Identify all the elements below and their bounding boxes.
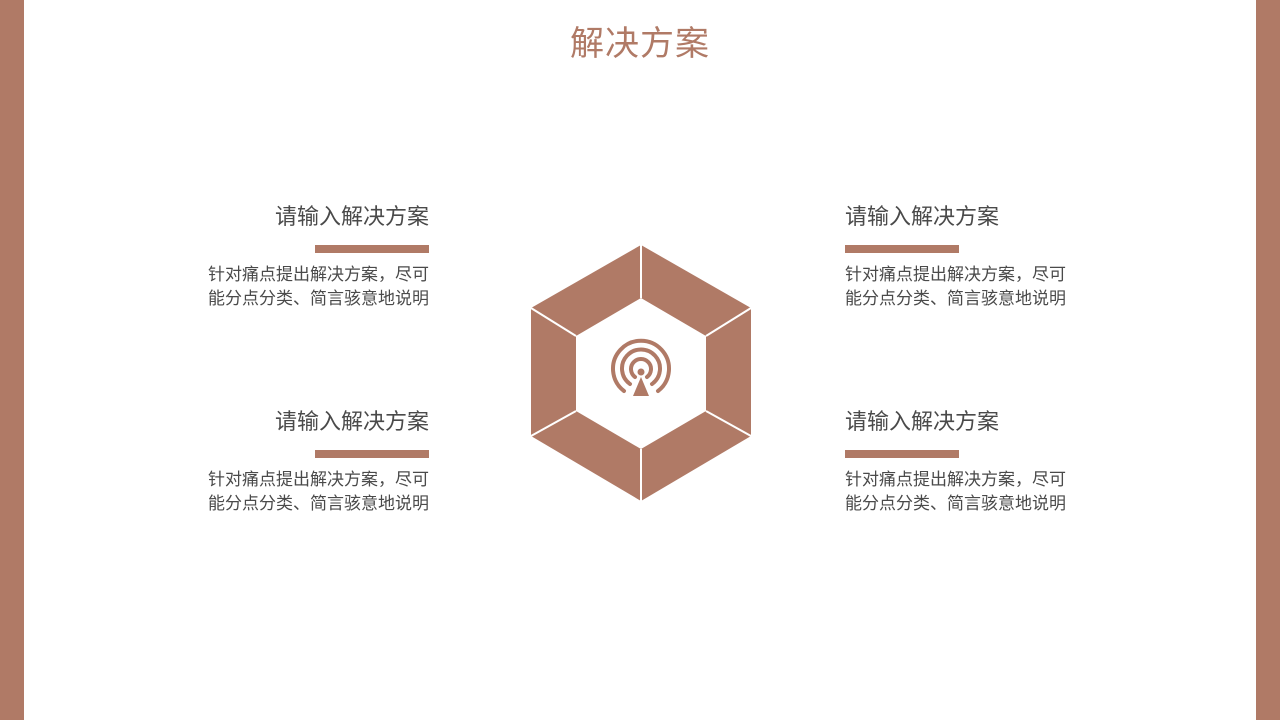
description-line: 针对痛点提出解决方案，尽可 bbox=[208, 265, 429, 285]
solution-heading: 请输入解决方案 bbox=[845, 205, 1000, 230]
solution-heading: 请输入解决方案 bbox=[845, 410, 1000, 435]
description-line: 能分点分类、简言骇意地说明 bbox=[208, 494, 429, 514]
solution-item-top-right: 请输入解决方案 针对痛点提出解决方案，尽可 能分点分类、简言骇意地说明 bbox=[845, 203, 1107, 309]
solution-description: 针对痛点提出解决方案，尽可 能分点分类、简言骇意地说明 bbox=[845, 263, 1107, 311]
description-line: 能分点分类、简言骇意地说明 bbox=[845, 494, 1066, 514]
solution-item-bottom-left: 请输入解决方案 针对痛点提出解决方案，尽可 能分点分类、简言骇意地说明 bbox=[167, 408, 429, 514]
left-border-bar bbox=[0, 0, 24, 720]
page-title: 解决方案 bbox=[570, 24, 710, 64]
solution-description: 针对痛点提出解决方案，尽可 能分点分类、简言骇意地说明 bbox=[845, 468, 1107, 516]
signal-base bbox=[633, 377, 649, 396]
solution-heading: 请输入解决方案 bbox=[274, 410, 429, 435]
solution-description: 针对痛点提出解决方案，尽可 能分点分类、简言骇意地说明 bbox=[167, 468, 429, 516]
description-line: 针对痛点提出解决方案，尽可 bbox=[845, 265, 1066, 285]
solution-item-bottom-right: 请输入解决方案 针对痛点提出解决方案，尽可 能分点分类、简言骇意地说明 bbox=[845, 408, 1107, 514]
solution-heading: 请输入解决方案 bbox=[274, 205, 429, 230]
segment-dividers bbox=[530, 245, 752, 501]
description-line: 针对痛点提出解决方案，尽可 bbox=[208, 470, 429, 490]
description-line: 能分点分类、简言骇意地说明 bbox=[208, 289, 429, 309]
solution-item-top-left: 请输入解决方案 针对痛点提出解决方案，尽可 能分点分类、简言骇意地说明 bbox=[167, 203, 429, 309]
signal-broadcast-icon bbox=[611, 338, 671, 393]
description-line: 针对痛点提出解决方案，尽可 bbox=[845, 470, 1066, 490]
accent-rule bbox=[845, 245, 959, 253]
accent-rule bbox=[845, 450, 959, 458]
accent-rule bbox=[315, 245, 429, 253]
description-line: 能分点分类、简言骇意地说明 bbox=[845, 289, 1066, 309]
signal-center-dot bbox=[637, 368, 645, 376]
accent-rule bbox=[315, 450, 429, 458]
hexagon-ring-graphic bbox=[530, 245, 752, 501]
right-border-bar bbox=[1256, 0, 1280, 720]
solution-description: 针对痛点提出解决方案，尽可 能分点分类、简言骇意地说明 bbox=[167, 263, 429, 311]
